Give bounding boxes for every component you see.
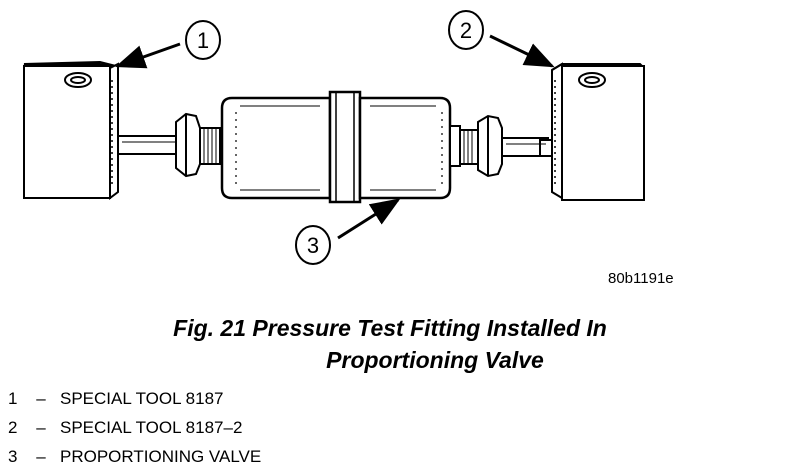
legend-item: 2–SPECIAL TOOL 8187–2 bbox=[8, 413, 261, 442]
proportioning-valve-figure: 1 2 3 80b1191e bbox=[23, 10, 674, 287]
callout-2-number: 2 bbox=[460, 18, 472, 43]
caption-line-2: Proportioning Valve bbox=[326, 347, 544, 373]
right-fitting-nut bbox=[449, 114, 503, 178]
right-rod bbox=[501, 137, 557, 157]
legend-item-dash: – bbox=[36, 389, 46, 408]
legend-item-number: 1 bbox=[8, 389, 18, 408]
legend: 1–SPECIAL TOOL 8187 2–SPECIAL TOOL 8187–… bbox=[8, 384, 261, 471]
legend-item-label: SPECIAL TOOL 8187 bbox=[60, 389, 224, 408]
legend-item: 1–SPECIAL TOOL 8187 bbox=[8, 384, 261, 413]
proportioning-valve-body bbox=[220, 90, 452, 204]
special-tool-block-right bbox=[551, 62, 645, 201]
figure-caption: Fig. 21 Pressure Test Fitting Installed … bbox=[0, 312, 800, 376]
special-tool-block-left bbox=[23, 60, 120, 200]
callout-1-number: 1 bbox=[197, 28, 209, 53]
callout-1: 1 bbox=[115, 20, 221, 69]
left-rod bbox=[117, 135, 179, 155]
legend-item-number: 3 bbox=[8, 447, 18, 466]
caption-line-1: Fig. 21 Pressure Test Fitting Installed … bbox=[173, 315, 607, 341]
callout-3-number: 3 bbox=[307, 233, 319, 258]
legend-item-dash: – bbox=[36, 418, 46, 437]
legend-item-number: 2 bbox=[8, 418, 18, 437]
legend-item-dash: – bbox=[36, 447, 46, 466]
image-code: 80b1191e bbox=[608, 270, 674, 287]
legend-item-label: SPECIAL TOOL 8187–2 bbox=[60, 418, 243, 437]
callout-2: 2 bbox=[448, 10, 555, 68]
left-fitting-nut bbox=[175, 112, 221, 178]
legend-item: 3–PROPORTIONING VALVE bbox=[8, 442, 261, 471]
callout-3: 3 bbox=[295, 198, 401, 265]
legend-item-label: PROPORTIONING VALVE bbox=[60, 447, 262, 466]
